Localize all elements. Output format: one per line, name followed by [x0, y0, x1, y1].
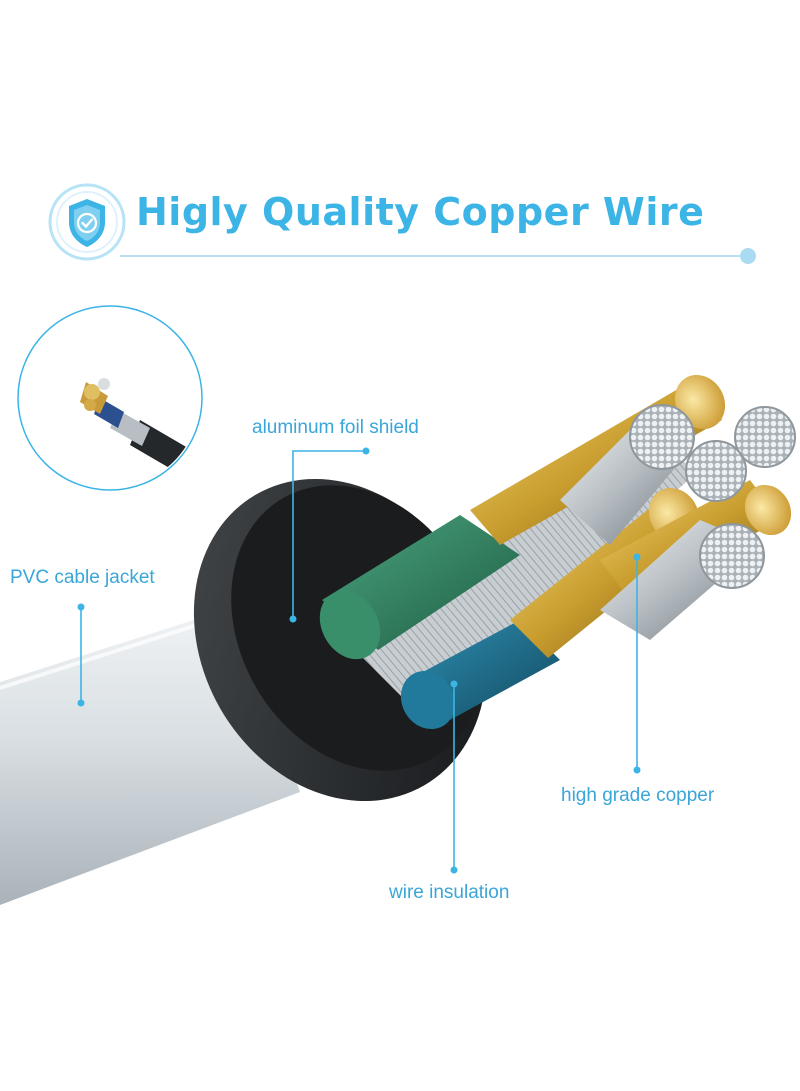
pvc-cable-jacket-label: PVC cable jacket: [10, 567, 155, 588]
inset-detail: [17, 305, 203, 491]
wire-insulation-label: wire insulation: [389, 882, 510, 903]
header-underline: [120, 248, 756, 264]
page-title: Higly Quality Copper Wire: [136, 190, 705, 234]
callout-copper-leader: [633, 553, 641, 774]
aluminum-foil-shield-label: aluminum foil shield: [252, 417, 419, 438]
conductors: [319, 374, 796, 730]
high-grade-copper-label: high grade copper: [561, 785, 715, 806]
callout-insulation-leader: [450, 680, 458, 874]
callout-foil-leader: [289, 447, 370, 623]
header-badge: [48, 183, 126, 261]
callout-jacket-leader: [77, 603, 85, 707]
